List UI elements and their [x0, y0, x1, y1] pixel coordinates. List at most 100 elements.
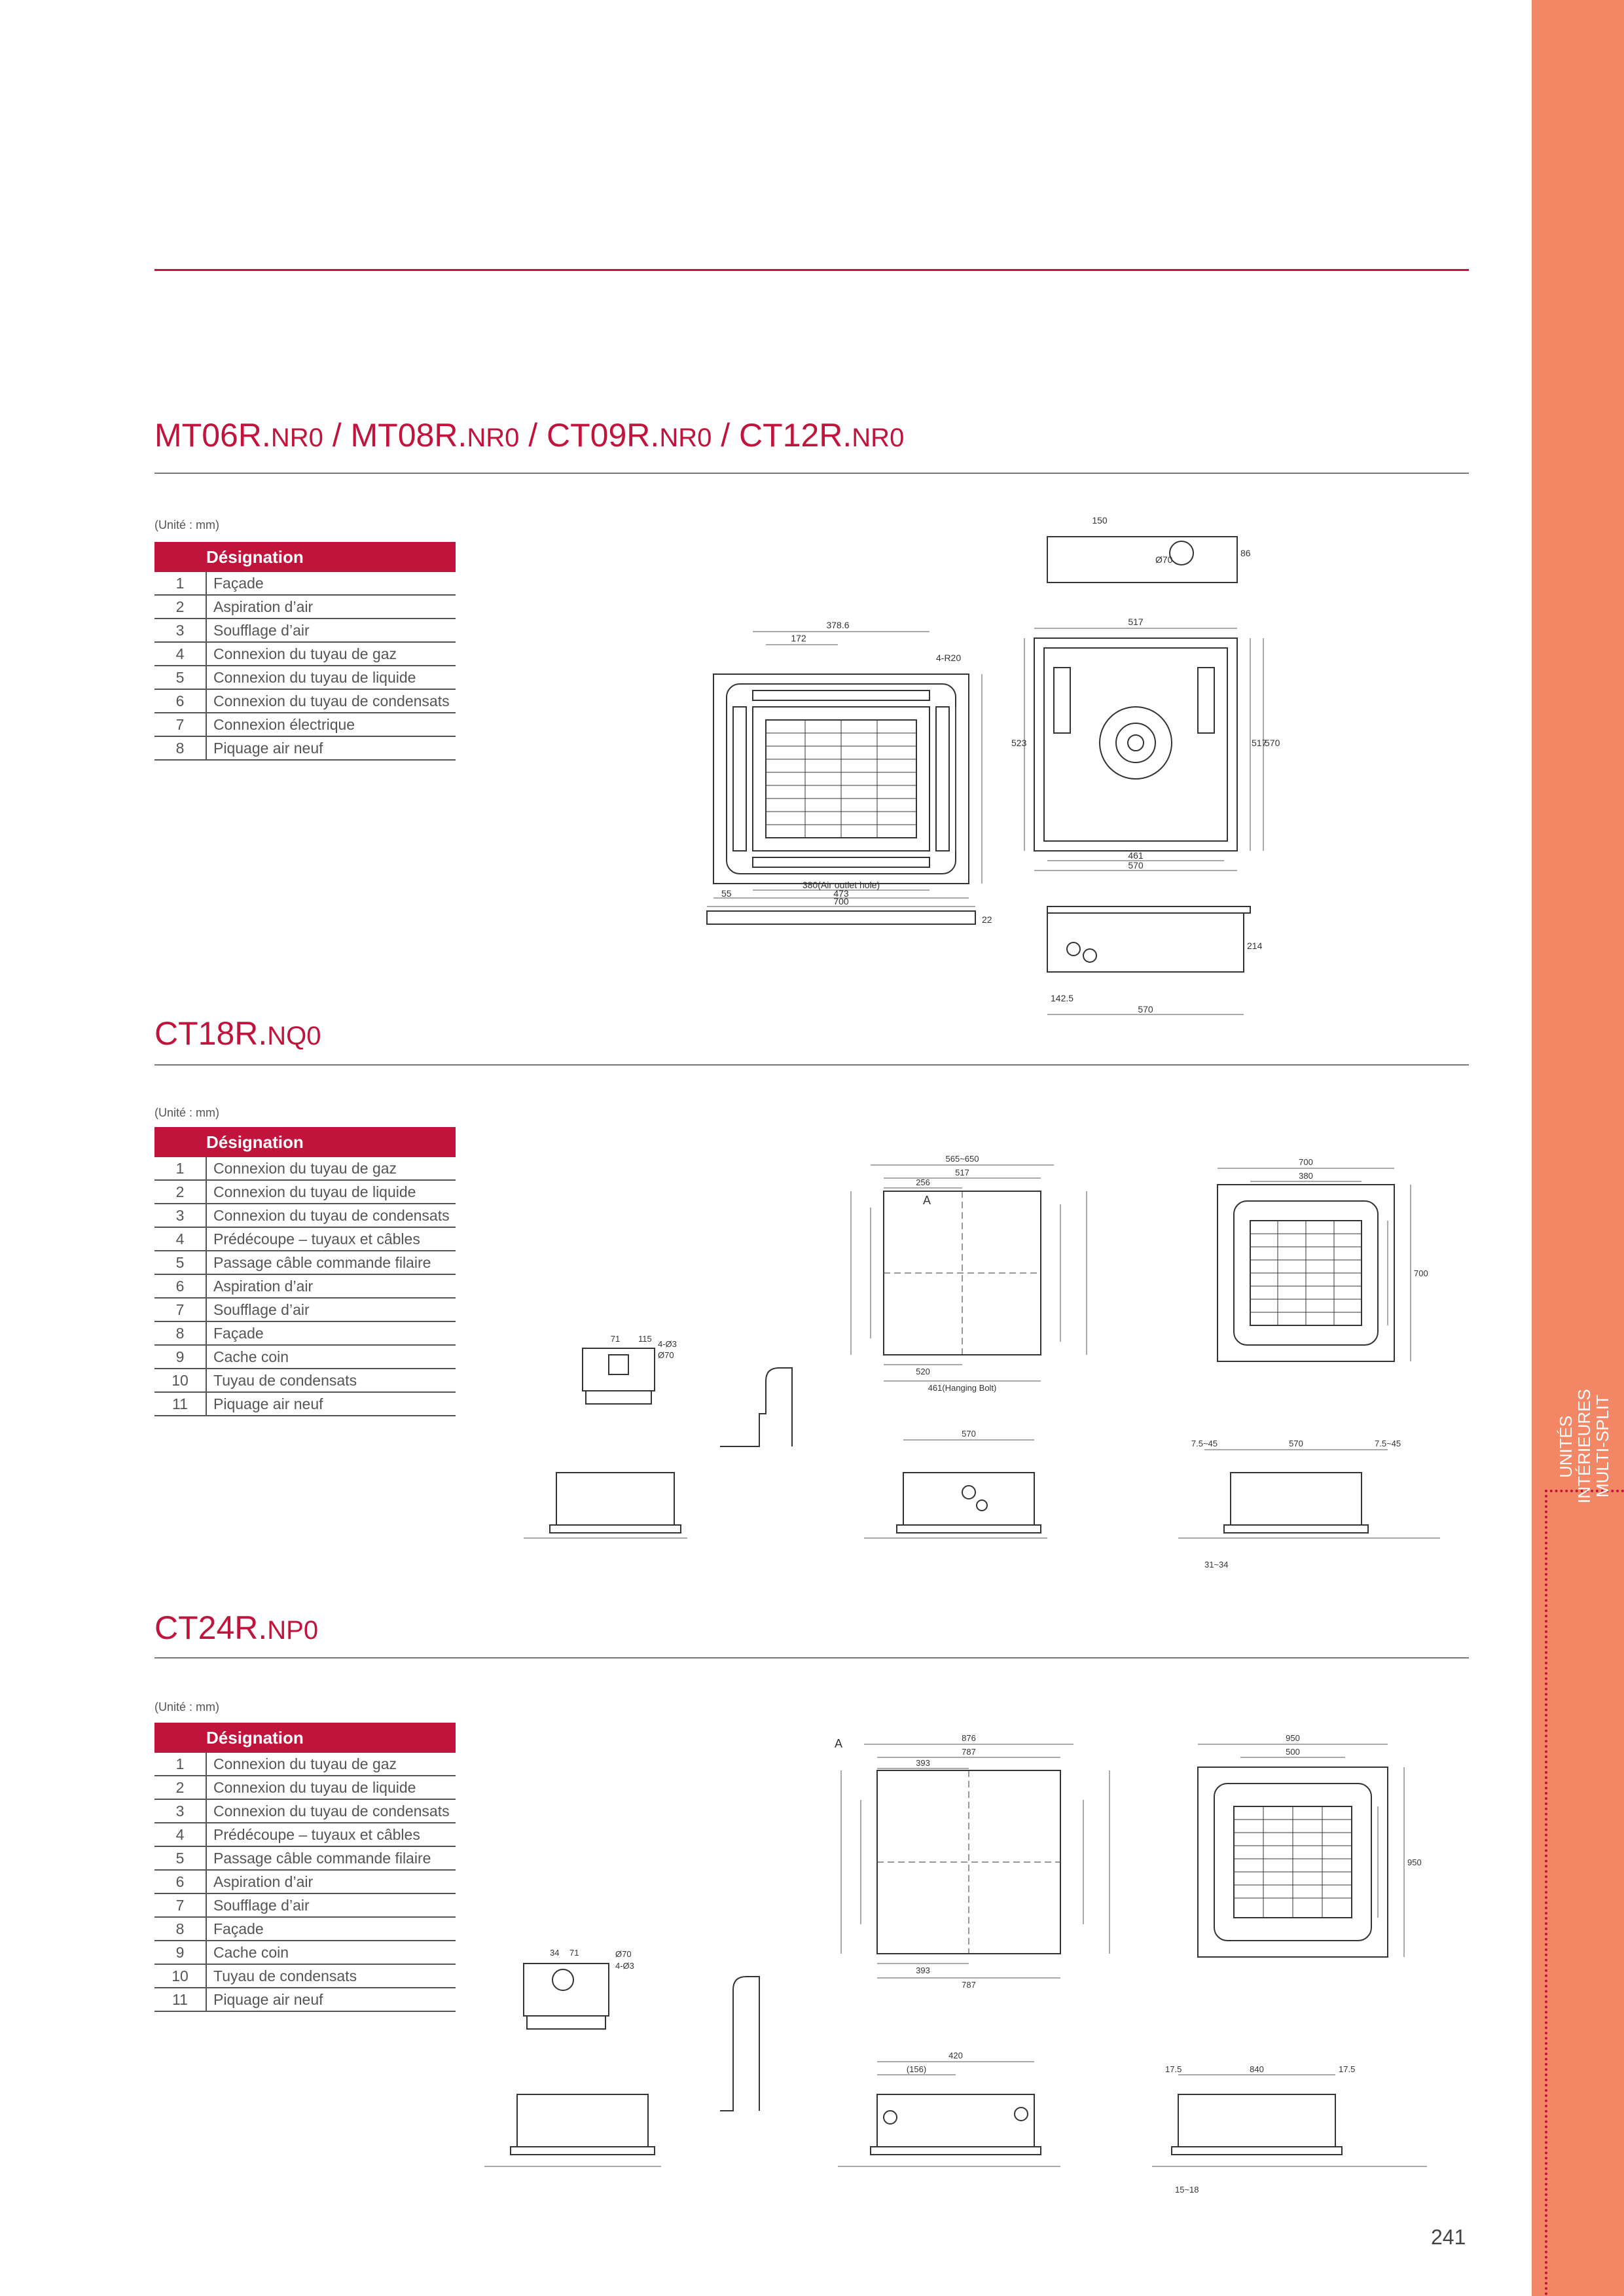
row-designation: Connexion du tuyau de liquide [206, 1180, 456, 1204]
dim-label: 570 [1128, 860, 1144, 870]
row-designation: Prédécoupe – tuyaux et câbles [206, 1227, 456, 1251]
row-number: 1 [154, 1753, 207, 1776]
table-header: Désignation [206, 1127, 456, 1157]
header-rule [154, 269, 1469, 271]
dim-label: 570 [962, 1429, 976, 1439]
row-designation: Piquage air neuf [206, 1988, 456, 2012]
dim-label: 34 [550, 1948, 559, 1958]
dim-label: 570 [1289, 1439, 1303, 1448]
dim-label: 700 [1414, 1268, 1428, 1278]
row-designation: Cache coin [206, 1941, 456, 1965]
dim-label: 787 [962, 1747, 976, 1757]
title-suffix: NP0 [267, 1616, 319, 1645]
table-header-num [154, 1127, 206, 1157]
title-suffix: NR0 [659, 423, 712, 452]
dim-label: 461 [1128, 850, 1144, 861]
row-designation: Façade [206, 1321, 456, 1346]
row-designation: Soufflage d’air [206, 1893, 456, 1918]
dim-label: 420 [948, 2051, 963, 2060]
drawing-ct18r: 565~650 517 256 A 520 461(Hanging Bolt) … [524, 1154, 1440, 1570]
row-number: 9 [154, 1941, 207, 1965]
row-designation: Façade [206, 572, 456, 596]
row-number: 4 [154, 1823, 207, 1847]
dim-label: 840 [1250, 2064, 1264, 2074]
unit-label: (Unité : mm) [154, 1106, 219, 1119]
title-part: / CT12R. [712, 417, 852, 454]
dim-label: 700 [833, 896, 849, 906]
title-part: / MT08R. [323, 417, 467, 454]
dim-label: Ø70 [615, 1949, 632, 1959]
row-number: 1 [154, 1157, 207, 1181]
dim-label: 500 [1286, 1747, 1300, 1757]
row-designation: Connexion du tuyau de liquide [206, 1776, 456, 1800]
row-number: 8 [154, 1321, 207, 1346]
row-number: 7 [154, 1893, 207, 1918]
row-number: 6 [154, 1274, 207, 1299]
row-number: 3 [154, 1799, 207, 1823]
dim-label: 461(Hanging Bolt) [928, 1383, 997, 1393]
row-designation: Aspiration d’air [206, 1274, 456, 1299]
dim-label: 4-Ø3 [615, 1961, 634, 1971]
row-designation: Passage câble commande filaire [206, 1846, 456, 1871]
title-part: MT06R. [154, 417, 271, 454]
row-number: 5 [154, 1846, 207, 1871]
dim-label: 17.5 [1165, 2064, 1182, 2074]
title-part: CT18R. [154, 1015, 268, 1052]
row-number: 9 [154, 1345, 207, 1369]
dim-label: 473 [833, 888, 849, 899]
dim-label: 86 [1240, 548, 1251, 558]
dim-label: 570 [1138, 1004, 1153, 1014]
dim-label: 7.5~45 [1191, 1439, 1218, 1448]
side-dotted-line [1545, 1490, 1624, 1492]
row-designation: Aspiration d’air [206, 595, 456, 619]
title-part: / CT09R. [519, 417, 660, 454]
title-suffix: NR0 [467, 423, 520, 452]
row-designation: Connexion électrique [206, 713, 456, 737]
dim-label: 15~18 [1175, 2185, 1199, 2195]
dim-label: 950 [1407, 1857, 1422, 1867]
section-rule [154, 473, 1469, 474]
row-designation: Cache coin [206, 1345, 456, 1369]
title-suffix: NQ0 [267, 1022, 321, 1050]
row-number: 5 [154, 1251, 207, 1275]
row-number: 2 [154, 595, 207, 619]
title-suffix: NR0 [852, 423, 905, 452]
page-number: 241 [1431, 2225, 1466, 2249]
row-number: 7 [154, 713, 207, 737]
dim-label: 17.5 [1339, 2064, 1355, 2074]
dim-label: 150 [1092, 515, 1108, 526]
dim-label: A [923, 1194, 931, 1207]
dim-label: 393 [916, 1965, 930, 1975]
row-number: 3 [154, 1204, 207, 1228]
unit-label: (Unité : mm) [154, 1700, 219, 1713]
dim-label: 378.6 [826, 620, 849, 630]
dim-label: Ø70 [658, 1350, 674, 1360]
drawing-mt06r: 378.6 172 4-R20 380(Air outlet hole) 473… [706, 515, 1280, 1015]
title-part: CT24R. [154, 1609, 268, 1646]
row-designation: Tuyau de condensats [206, 1369, 456, 1393]
row-number: 6 [154, 689, 207, 713]
dim-label: 517 [955, 1168, 969, 1177]
row-number: 2 [154, 1180, 207, 1204]
table-header: Désignation [206, 1723, 456, 1753]
table-header-num [154, 542, 206, 572]
dim-label: 700 [1299, 1157, 1313, 1167]
